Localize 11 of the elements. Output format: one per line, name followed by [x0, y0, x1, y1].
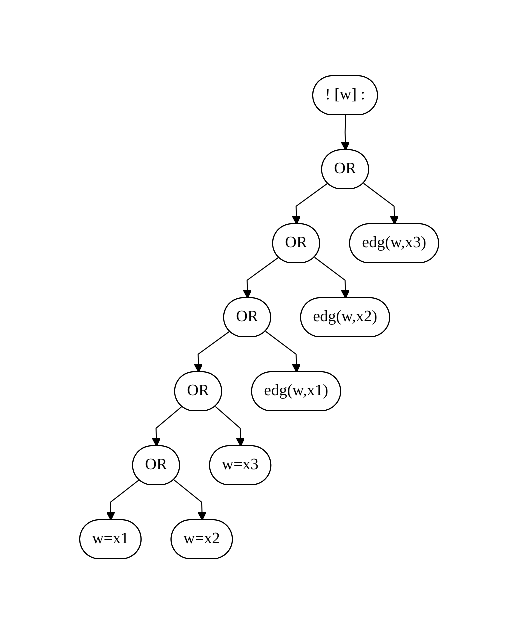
arrow: [341, 115, 350, 151]
arrow: [243, 257, 280, 299]
arrow: [106, 480, 140, 521]
arrow: [265, 331, 302, 373]
arrow: [314, 257, 350, 299]
arrow: [174, 480, 207, 521]
arrow: [363, 183, 400, 225]
arrow: [215, 406, 246, 447]
arrow: [194, 331, 230, 373]
arrow: [152, 406, 183, 447]
arrow: [292, 183, 328, 225]
